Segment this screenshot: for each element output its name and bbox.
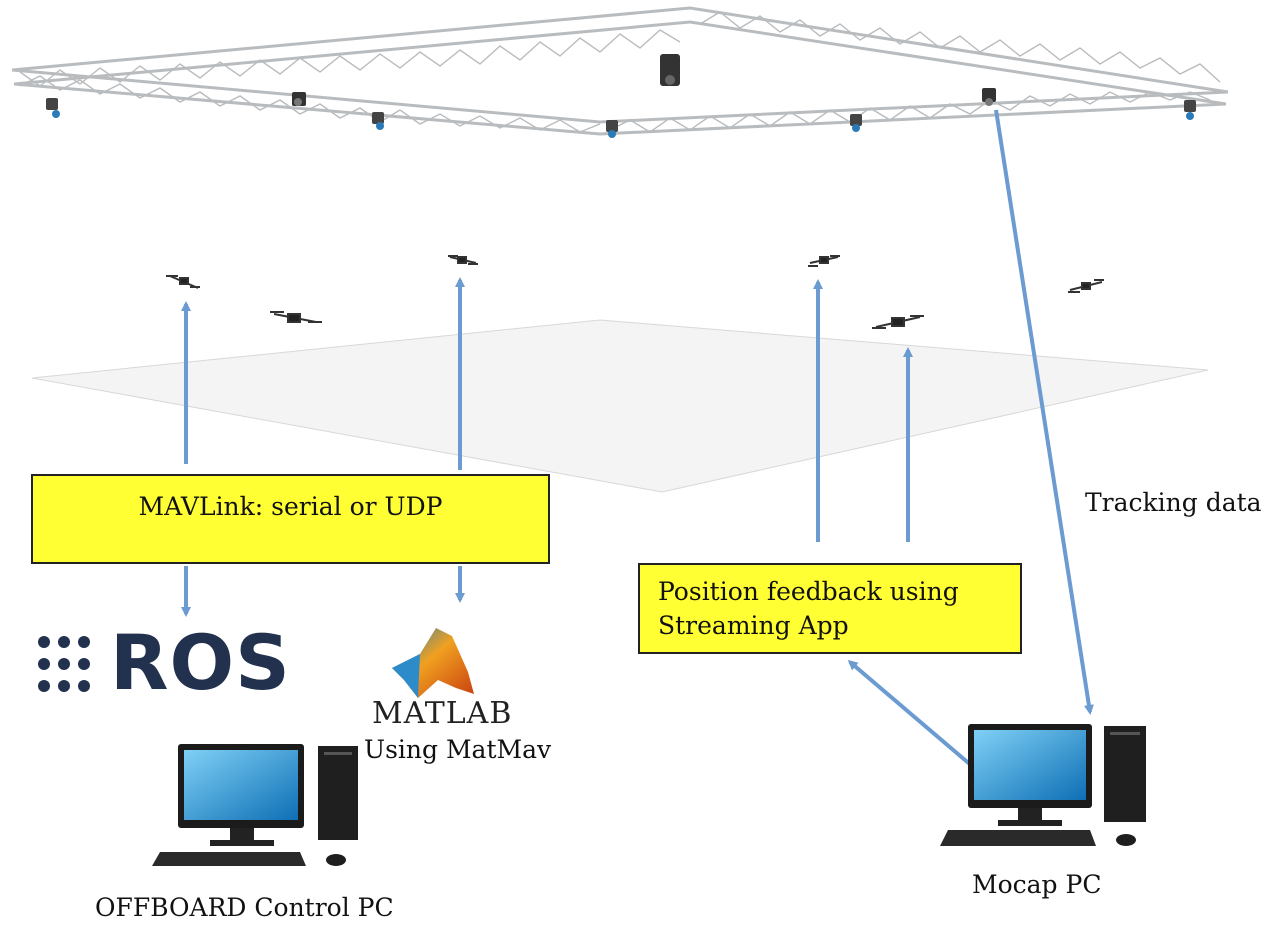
mavlink-callout: MAVLink: serial or UDP — [31, 474, 550, 564]
mocap-to-streaming-arrow — [847, 660, 974, 768]
floor-plane — [31, 319, 1209, 493]
mocap-camera-icon — [292, 92, 306, 106]
offboard-pc-label: OFFBOARD Control PC — [95, 893, 394, 922]
tracking-data-label: Tracking data — [1085, 488, 1262, 517]
matmav-label: Using MatMav — [364, 735, 552, 764]
offboard-pc-computer-icon — [152, 744, 358, 866]
quadcopter-drone-icon — [872, 315, 924, 329]
position-feedback-label-line1: Position feedback using — [658, 577, 959, 606]
tracking-data-arrow — [994, 109, 1094, 715]
mocap-camera-icon — [850, 114, 862, 132]
matlab-logo — [392, 628, 474, 698]
mocap-camera-icon — [46, 98, 60, 118]
quadcopter-drone-icon — [1068, 279, 1104, 293]
quadcopter-drone-icon — [448, 255, 478, 265]
mocap-camera-icon — [372, 112, 384, 130]
quadcopter-drone-icon — [166, 275, 200, 289]
position-feedback-label-line2: Streaming App — [658, 611, 849, 640]
ros-logo-text: ROS — [110, 618, 291, 707]
mavlink-label: MAVLink: serial or UDP — [138, 492, 443, 521]
ros-logo — [38, 636, 90, 692]
truss-frame — [11, 6, 1229, 136]
matlab-logo-text: MATLAB — [372, 696, 513, 731]
quadcopter-drone-icon — [270, 311, 322, 323]
mocap-pc-label: Mocap PC — [972, 870, 1102, 899]
mocap-camera-icon — [982, 88, 996, 106]
position-feedback-callout: Position feedback using Streaming App — [638, 563, 1022, 654]
mocap-camera-icon — [660, 54, 680, 86]
quadcopter-drone-icon — [808, 255, 840, 267]
mocap-camera-icon — [606, 120, 618, 138]
mocap-pc-computer-icon — [940, 724, 1146, 846]
mocap-camera-icon — [1184, 100, 1196, 120]
